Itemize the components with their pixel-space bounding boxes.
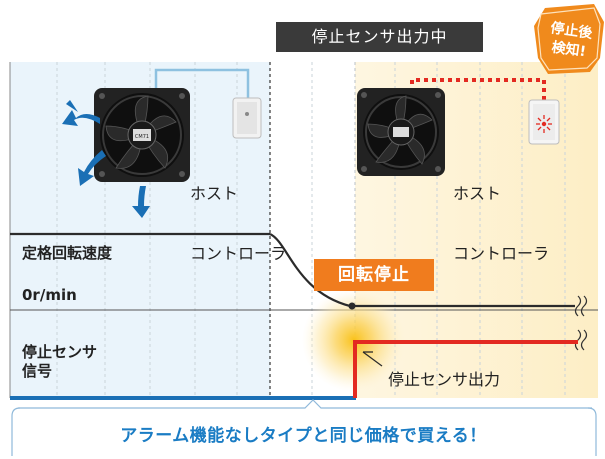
callout-right-border bbox=[587, 407, 597, 456]
stop-sensor-signal-label: 停止センサ 信号 bbox=[22, 343, 97, 381]
sensor-output-banner: 停止センサ出力中 bbox=[276, 22, 483, 52]
left-controller-line-1: ホスト bbox=[190, 184, 239, 203]
price-message: アラーム機能なしタイプと同じ価格で買える！ bbox=[120, 426, 487, 446]
left-controller-label: ホスト コントローラ bbox=[190, 144, 286, 304]
right-fan bbox=[357, 88, 445, 176]
callout-top-border bbox=[18, 399, 592, 409]
sensor-label-line-2: 信号 bbox=[22, 362, 53, 380]
right-controller-label: ホスト コントローラ bbox=[453, 144, 549, 304]
right-controller-line-2: コントローラ bbox=[453, 244, 550, 263]
left-controller-line-2: コントローラ bbox=[190, 244, 287, 263]
right-controller-box bbox=[528, 99, 560, 145]
badge-shape bbox=[534, 4, 604, 74]
sensor-signal-high bbox=[353, 340, 578, 398]
badge-inner-border bbox=[537, 7, 601, 71]
right-controller-line-1: ホスト bbox=[453, 184, 502, 203]
zero-speed-label: 0r/min bbox=[22, 286, 77, 304]
callout-left-border bbox=[11, 407, 21, 456]
stop-point-dot bbox=[348, 302, 356, 310]
rotation-stop-label: 回転停止 bbox=[314, 259, 434, 291]
left-fan bbox=[94, 88, 190, 182]
sensor-output-label: 停止センサ出力 bbox=[388, 370, 501, 389]
left-fan-label: CM71 bbox=[135, 134, 149, 140]
left-controller-box bbox=[232, 97, 262, 139]
rated-speed-label: 定格回転速度 bbox=[22, 244, 113, 262]
sensor-output-pointer bbox=[362, 351, 383, 367]
sensor-label-line-1: 停止センサ bbox=[22, 343, 98, 361]
left-cable bbox=[154, 68, 250, 100]
airflow-arrows bbox=[62, 100, 150, 218]
